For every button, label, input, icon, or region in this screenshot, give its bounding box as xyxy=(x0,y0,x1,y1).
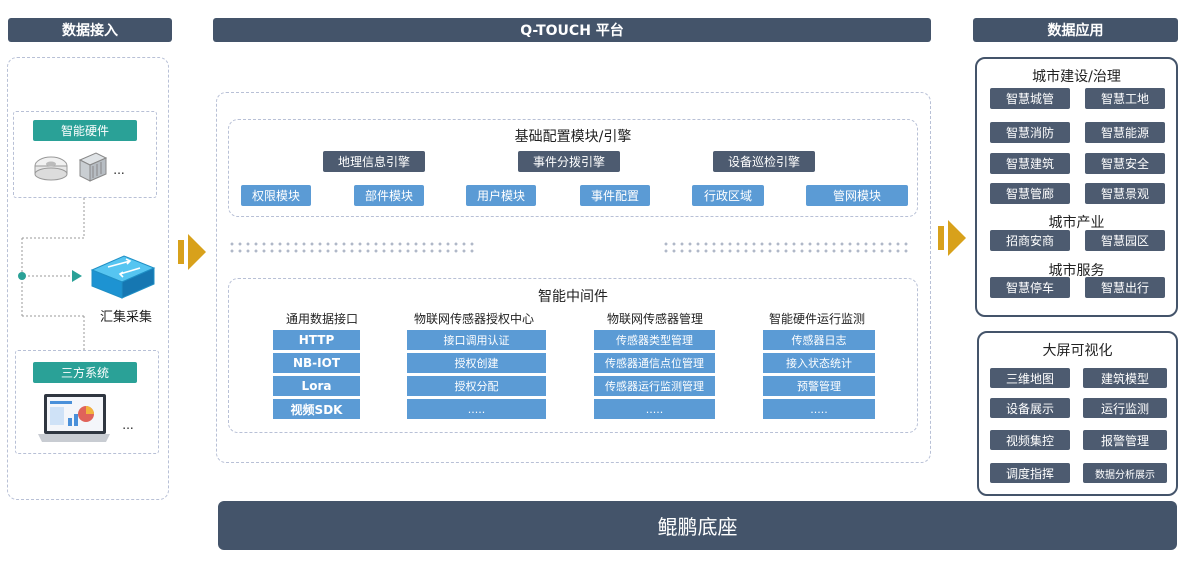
mw-item: 传感器运行监测管理 xyxy=(594,376,715,396)
screen-device-display: 设备展示 xyxy=(990,398,1070,418)
smart-hardware-more: ... xyxy=(113,163,125,177)
app-smart-building: 智慧建筑 xyxy=(990,153,1070,174)
app-smart-fire: 智慧消防 xyxy=(990,122,1070,143)
platform-panel xyxy=(216,92,931,463)
header-data-access: 数据接入 xyxy=(8,18,172,42)
third-party-box xyxy=(15,350,159,454)
smart-hardware-label: 智能硬件 xyxy=(33,120,137,141)
collector-switch-icon xyxy=(90,255,156,299)
app-smart-urban-mgmt: 智慧城管 xyxy=(990,88,1070,109)
flow-arrow-left-icon xyxy=(178,234,206,270)
screen-video-control: 视频集控 xyxy=(990,430,1070,450)
app-smart-construction-site: 智慧工地 xyxy=(1085,88,1165,109)
app-smart-park: 智慧园区 xyxy=(1085,230,1165,251)
screen-building-model: 建筑模型 xyxy=(1083,368,1167,388)
app-smart-landscape: 智慧景观 xyxy=(1085,183,1165,204)
module-admin-region: 行政区域 xyxy=(692,185,764,206)
connector-lines xyxy=(18,198,85,352)
module-component: 部件模块 xyxy=(354,185,424,206)
screen-run-monitor: 运行监测 xyxy=(1083,398,1167,418)
foundation-bar: 鲲鹏底座 xyxy=(218,501,1177,550)
middleware-col-label: 通用数据接口 xyxy=(285,312,358,326)
mw-item: HTTP xyxy=(273,330,360,350)
middleware-col-label: 智能硬件运行监测 xyxy=(768,312,865,326)
app-smart-parking: 智慧停车 xyxy=(990,277,1070,298)
mw-item: 传感器类型管理 xyxy=(594,330,715,350)
meter-device-icon xyxy=(78,152,108,182)
third-party-more: ... xyxy=(122,418,134,432)
middleware-col-label: 物联网传感器管理 xyxy=(606,312,703,326)
city-gov-title: 城市建设/治理 xyxy=(1032,69,1121,85)
module-event-config: 事件配置 xyxy=(580,185,650,206)
mw-item: NB-IOT xyxy=(273,353,360,373)
base-config-panel xyxy=(228,119,918,217)
mw-item: 预警管理 xyxy=(763,376,875,396)
dotted-separator xyxy=(228,248,474,254)
app-investment: 招商安商 xyxy=(990,230,1070,251)
screen-dispatch: 调度指挥 xyxy=(990,463,1070,483)
mw-item: 接入状态统计 xyxy=(763,353,875,373)
engine-device-inspection: 设备巡检引擎 xyxy=(713,151,815,172)
mw-item: ..... xyxy=(407,399,546,419)
laptop-icon xyxy=(38,394,110,442)
mw-item: 接口调用认证 xyxy=(407,330,546,350)
mw-item: 传感器通信点位管理 xyxy=(594,353,715,373)
module-pipe-network: 管网模块 xyxy=(806,185,908,206)
dotted-separator xyxy=(228,241,474,247)
middleware-col-label: 物联网传感器授权中心 xyxy=(413,312,534,326)
engine-geo: 地理信息引擎 xyxy=(323,151,425,172)
screen-3d-map: 三维地图 xyxy=(990,368,1070,388)
mw-item: 视频SDK xyxy=(273,399,360,419)
app-smart-pipe-gallery: 智慧管廊 xyxy=(990,183,1070,204)
dotted-separator xyxy=(662,241,910,247)
bigscreen-title: 大屏可视化 xyxy=(1042,343,1113,359)
mw-item: Lora xyxy=(273,376,360,396)
mw-item: 传感器日志 xyxy=(763,330,875,350)
mw-item: ..... xyxy=(763,399,875,419)
middleware-title: 智能中间件 xyxy=(538,289,608,305)
screen-data-analysis: 数据分析展示 xyxy=(1083,463,1167,483)
app-smart-energy: 智慧能源 xyxy=(1085,122,1165,143)
base-config-title: 基础配置模块/引擎 xyxy=(514,129,632,145)
middleware-panel xyxy=(228,278,918,433)
mw-item: ..... xyxy=(594,399,715,419)
module-user: 用户模块 xyxy=(466,185,536,206)
header-data-application: 数据应用 xyxy=(973,18,1178,42)
mw-item: 授权创建 xyxy=(407,353,546,373)
data-access-panel xyxy=(7,57,169,500)
third-party-label: 三方系统 xyxy=(33,362,137,383)
header-platform: Q-TOUCH 平台 xyxy=(213,18,931,42)
dotted-separator xyxy=(662,248,910,254)
smoke-sensor-icon xyxy=(34,156,68,181)
collector-label: 汇集采集 xyxy=(99,310,152,325)
app-smart-travel: 智慧出行 xyxy=(1085,277,1165,298)
city-service-title: 城市服务 xyxy=(1048,263,1105,279)
screen-alarm-mgmt: 报警管理 xyxy=(1083,430,1167,450)
flow-arrow-right-icon xyxy=(938,220,966,256)
city-industry-title: 城市产业 xyxy=(1048,215,1105,231)
module-permission: 权限模块 xyxy=(241,185,311,206)
engine-event-dispatch: 事件分拨引擎 xyxy=(518,151,620,172)
smart-hardware-box xyxy=(13,111,157,198)
app-smart-safety: 智慧安全 xyxy=(1085,153,1165,174)
mw-item: 授权分配 xyxy=(407,376,546,396)
